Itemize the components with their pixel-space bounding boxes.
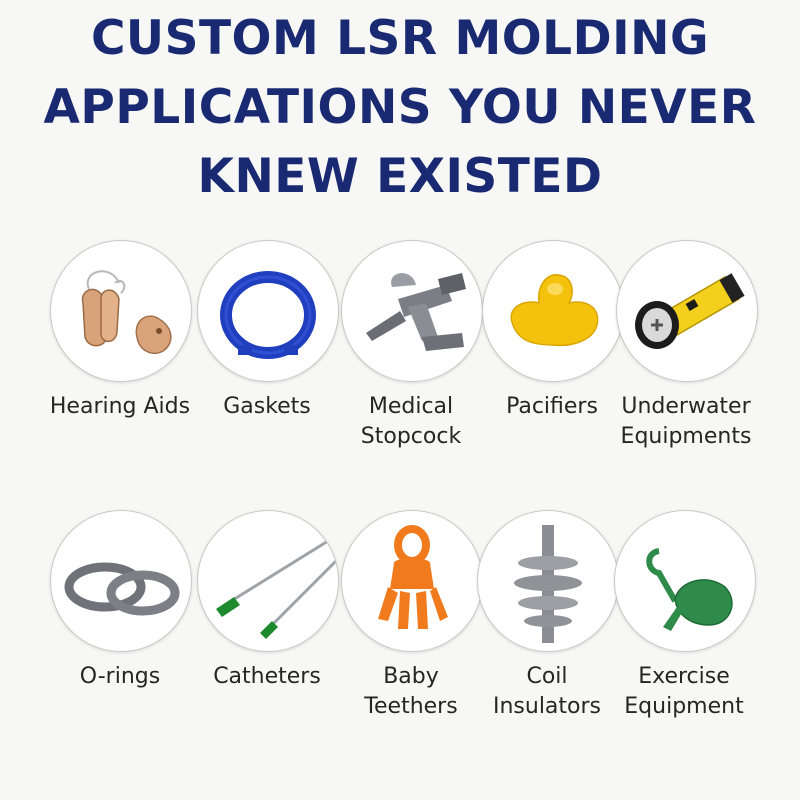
label-pacifiers: Pacifiers [462, 392, 642, 422]
label-line-1: Pacifiers [506, 394, 598, 419]
title-line-3: KNEW EXISTED [197, 149, 603, 204]
exercise-circle [614, 510, 756, 652]
label-coil-insulators: Coil Insulators [457, 662, 637, 722]
label-hearing-aids: Hearing Aids [30, 392, 210, 422]
exercise-bulb-icon [646, 548, 733, 631]
label-line-1: Gaskets [223, 394, 311, 419]
label-line-2: Stopcock [360, 424, 462, 449]
gasket-ring-icon [220, 271, 316, 359]
title-line-1: CUSTOM LSR MOLDING [90, 11, 710, 66]
hearing-aids-circle [50, 240, 192, 382]
label-line-1: O-rings [79, 664, 161, 689]
label-baby-teethers: Baby Teethers [321, 662, 501, 722]
label-exercise-equipment: Exercise Equipment [594, 662, 774, 722]
o-rings-circle [50, 510, 192, 652]
label-line-1: Underwater [621, 394, 751, 419]
label-line-1: Catheters [213, 664, 321, 689]
label-line-1: Exercise [638, 664, 730, 689]
label-line-2: Insulators [492, 694, 602, 719]
gaskets-circle [197, 240, 339, 382]
label-line-1: Hearing Aids [49, 394, 191, 419]
pacifiers-circle [482, 240, 624, 382]
label-line-1: Baby [383, 664, 439, 689]
label-gaskets: Gaskets [177, 392, 357, 422]
o-rings-icon [64, 562, 180, 616]
teethers-circle [341, 510, 483, 652]
label-medical-stopcock: Medical Stopcock [321, 392, 501, 452]
page-title: CUSTOM LSR MOLDING APPLICATIONS YOU NEVE… [0, 4, 800, 211]
label-line-2: Equipments [620, 424, 752, 449]
label-catheters: Catheters [177, 662, 357, 692]
catheters-circle [197, 510, 339, 652]
insulator-icon [514, 525, 582, 643]
hearing-aids-icon [81, 270, 172, 355]
label-line-1: Medical [368, 394, 454, 419]
pacifier-icon [510, 274, 599, 347]
label-o-rings: O-rings [30, 662, 210, 692]
flashlight-icon [635, 273, 745, 349]
underwater-circle [616, 240, 758, 382]
label-underwater-equipments: Underwater Equipments [596, 392, 776, 452]
teether-icon [378, 525, 448, 629]
stopcock-icon [366, 273, 466, 351]
label-line-2: Teethers [364, 694, 458, 719]
stopcock-circle [341, 240, 483, 382]
title-line-2: APPLICATIONS YOU NEVER [43, 80, 757, 135]
catheter-icon [216, 539, 338, 639]
label-line-2: Equipment [624, 694, 744, 719]
label-line-1: Coil [526, 664, 568, 689]
insulators-circle [477, 510, 619, 652]
